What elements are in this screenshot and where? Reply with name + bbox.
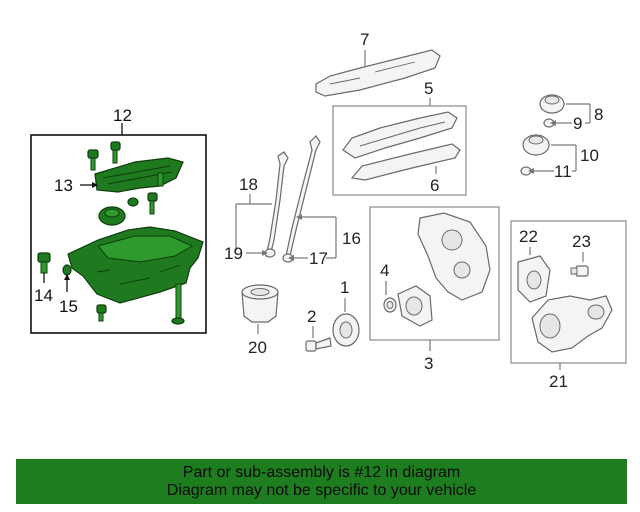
callout-18: 18 bbox=[239, 175, 258, 194]
oil-pan-assembly-group[interactable]: 12 13 14 bbox=[30, 106, 207, 334]
valve-cover-part bbox=[342, 111, 458, 159]
callout-1: 1 bbox=[340, 278, 349, 297]
valve-cover-group[interactable]: 5 6 bbox=[332, 79, 467, 196]
drain-gasket-part bbox=[62, 264, 72, 276]
callout-22: 22 bbox=[519, 227, 538, 246]
valve-cover-gasket-part bbox=[350, 143, 461, 181]
callout-21: 21 bbox=[549, 372, 568, 391]
oil-filter-group[interactable]: 20 bbox=[241, 284, 279, 357]
callout-23: 23 bbox=[572, 232, 591, 251]
callout-3: 3 bbox=[424, 354, 433, 373]
bolt-part bbox=[87, 141, 121, 171]
callout-10: 10 bbox=[580, 146, 599, 165]
callout-2: 2 bbox=[307, 307, 316, 326]
timing-cover-box bbox=[369, 206, 500, 341]
oil-pickup-part bbox=[98, 192, 158, 226]
callout-5: 5 bbox=[424, 79, 433, 98]
callout-13: 13 bbox=[54, 176, 73, 195]
callout-12: 12 bbox=[113, 106, 132, 125]
dipstick-part bbox=[285, 135, 321, 257]
callout-9: 9 bbox=[573, 114, 582, 133]
callout-16: 16 bbox=[342, 229, 361, 248]
engine-cover-group[interactable]: 7 bbox=[315, 30, 441, 97]
oil-cap-group[interactable]: 9 8 11 10 bbox=[520, 94, 603, 181]
footer-line-1: Part or sub-assembly is #12 in diagram bbox=[182, 463, 461, 481]
callout-11: 11 bbox=[554, 162, 572, 181]
valve-cover-box bbox=[332, 105, 467, 196]
balancer-group[interactable]: 1 2 bbox=[305, 278, 360, 352]
callout-17: 17 bbox=[309, 249, 328, 268]
water-pump-box bbox=[510, 220, 627, 364]
callout-14: 14 bbox=[34, 286, 53, 305]
callout-4: 4 bbox=[380, 261, 389, 280]
footer-banner: Part or sub-assembly is #12 in diagram D… bbox=[16, 459, 627, 504]
drain-plug-part bbox=[37, 252, 51, 274]
callout-8: 8 bbox=[594, 105, 603, 124]
callout-6: 6 bbox=[430, 176, 439, 195]
dipstick-group[interactable]: 18 19 17 16 bbox=[224, 135, 361, 268]
windage-tray-part bbox=[94, 157, 184, 193]
callout-7: 7 bbox=[360, 30, 369, 49]
timing-cover-part bbox=[417, 212, 491, 301]
timing-cover-group[interactable]: 4 3 bbox=[369, 206, 500, 373]
footer-line-2: Diagram may not be specific to your vehi… bbox=[166, 481, 477, 499]
engine-cover-part bbox=[315, 49, 441, 97]
water-pump-group[interactable]: 22 23 21 bbox=[510, 220, 627, 391]
balancer-bolt-part bbox=[305, 337, 332, 352]
dipstick-tube-part bbox=[265, 151, 289, 257]
callout-15: 15 bbox=[59, 297, 78, 316]
sensor-part bbox=[570, 265, 589, 277]
callout-19: 19 bbox=[224, 244, 243, 263]
callout-20: 20 bbox=[248, 338, 267, 357]
oil-pan-group-box bbox=[30, 134, 207, 334]
